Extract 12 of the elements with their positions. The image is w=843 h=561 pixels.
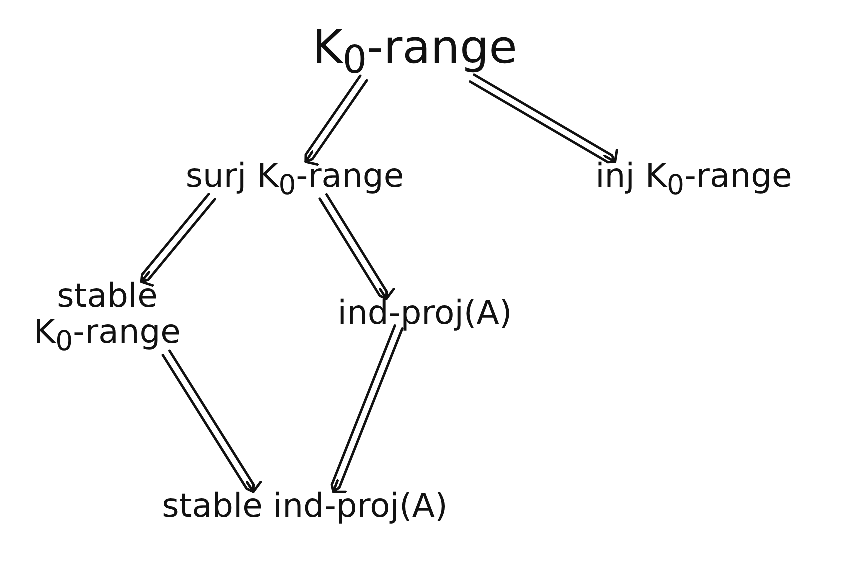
implication-arrow: [162, 350, 262, 494]
node-label: K$_{0}$-range: [312, 22, 518, 82]
implication-arrow: [304, 74, 368, 166]
node-label: stable K$_{0}$-range: [32, 278, 182, 358]
node-label: inj K$_{0}$-range: [596, 158, 792, 201]
node-label: stable ind-proj(A): [162, 488, 448, 524]
implication-arrow: [330, 324, 404, 494]
implication-arrow: [140, 193, 216, 288]
implication-arrow: [318, 194, 396, 300]
node-label: ind-proj(A): [338, 295, 512, 332]
node-label: surj K$_{0}$-range: [186, 158, 404, 201]
implication-arrow: [469, 74, 618, 164]
